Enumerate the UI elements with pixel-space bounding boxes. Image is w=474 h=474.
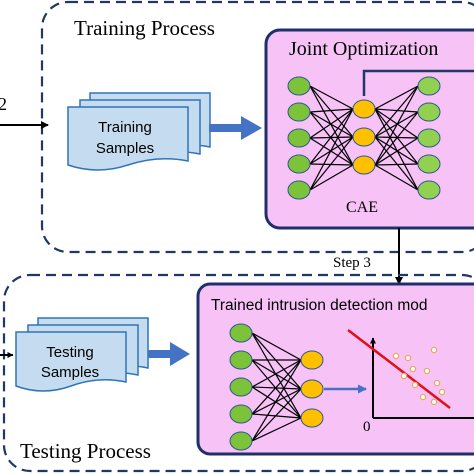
optimization-feedback-line: [362, 69, 474, 96]
scatter-points: [392, 346, 446, 406]
network-edge: [251, 386, 302, 419]
input-node: [287, 76, 311, 96]
scatter-point: [400, 372, 408, 380]
network-edge: [309, 85, 354, 166]
cae-label: CAE: [346, 199, 378, 216]
network-edge: [374, 111, 419, 166]
network-edge: [251, 386, 302, 390]
network-edge: [309, 136, 354, 191]
network-edge: [251, 332, 302, 419]
scatter-point: [433, 379, 441, 387]
network-edge: [309, 108, 354, 113]
testing-samples-stack: [15, 317, 149, 392]
network-edge: [374, 136, 419, 139]
input-node: [287, 154, 311, 174]
network-edge: [374, 108, 419, 139]
scatter-point: [430, 346, 438, 354]
input-node: [229, 431, 253, 451]
separator-line: [347, 329, 451, 409]
network-edge: [374, 108, 419, 113]
cae-network: [287, 76, 441, 200]
step-2-label: 2: [0, 94, 7, 114]
network-edge: [309, 108, 354, 139]
network-edge: [374, 108, 419, 191]
training-samples-label-line2: Samples: [96, 140, 154, 157]
detection-network: [229, 323, 324, 451]
trained-model-panel: [196, 282, 474, 456]
latent-node: [352, 155, 376, 175]
plot-origin-label: 0: [363, 419, 371, 435]
network-edge: [309, 164, 354, 191]
network-edge: [309, 108, 354, 165]
scatter-point: [409, 365, 417, 373]
testing-samples-label-line2: Samples: [41, 364, 99, 381]
network-edge: [374, 164, 419, 191]
scatter-point: [438, 388, 446, 396]
scatter-point: [392, 352, 400, 360]
scatter-point: [404, 354, 412, 362]
input-node: [229, 323, 253, 343]
input-node: [287, 102, 311, 122]
network-edge: [251, 332, 302, 361]
network-edge: [251, 359, 302, 419]
network-edge: [374, 136, 419, 165]
network-edge: [309, 85, 354, 138]
network-edge: [309, 111, 354, 138]
testing-process-region: [2, 273, 474, 473]
latent-node: [352, 127, 376, 147]
scatter-point: [423, 367, 431, 375]
input-node: [229, 377, 253, 397]
input-node: [229, 404, 253, 424]
latent-node: [352, 99, 376, 119]
input-node: [287, 128, 311, 148]
latent-node: [300, 408, 324, 428]
latent-node: [300, 350, 324, 370]
network-edge: [309, 137, 354, 166]
network-edge: [251, 388, 302, 442]
network-edge: [251, 417, 302, 442]
network-edge: [309, 111, 354, 166]
output-node: [417, 102, 441, 122]
network-edge: [251, 359, 302, 442]
scatter-point: [411, 381, 419, 389]
network-edge: [251, 359, 302, 415]
scatter-point: [430, 398, 438, 406]
training-samples-label-line1: Training: [98, 119, 152, 136]
joint-optimization-title: Joint Optimization: [289, 38, 438, 60]
network-edge: [251, 332, 302, 390]
network-edge: [309, 136, 354, 139]
network-edge: [309, 163, 354, 166]
output-node: [417, 180, 441, 200]
network-edge: [374, 85, 419, 110]
trained-model-title: Trained intrusion detection mod: [211, 297, 428, 314]
scatter-point: [419, 393, 427, 401]
network-edge: [374, 108, 419, 165]
network-edge: [309, 108, 354, 191]
output-node: [417, 154, 441, 174]
network-edge: [309, 85, 354, 110]
input-node: [229, 350, 253, 370]
network-edge: [374, 163, 419, 166]
network-edge: [251, 359, 302, 390]
network-edge: [374, 85, 419, 166]
testing-samples-label-line1: Testing: [46, 344, 94, 361]
testing-to-model-arrow: [148, 342, 190, 366]
output-node: [417, 128, 441, 148]
network-edge: [251, 359, 302, 388]
step-3-label: Step 3: [333, 255, 371, 271]
training-process-title: Training Process: [74, 16, 215, 40]
training-to-model-arrow: [209, 116, 262, 140]
network-edge: [251, 413, 302, 419]
testing-process-title: Testing Process: [20, 439, 151, 463]
output-node: [417, 76, 441, 96]
latent-node: [300, 379, 324, 399]
input-node: [287, 180, 311, 200]
network-edge: [374, 136, 419, 191]
network-edge: [374, 137, 419, 166]
network-edge: [374, 85, 419, 138]
training-samples-stack: [67, 92, 211, 171]
